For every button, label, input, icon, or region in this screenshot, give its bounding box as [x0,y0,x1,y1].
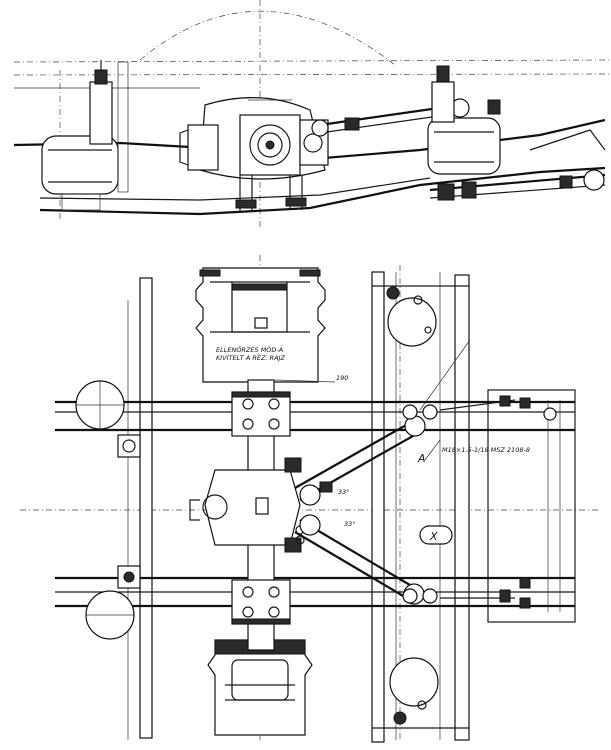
left-shock-absorber [89,60,129,193]
spec-label: M18×1.5-1/18 MSZ 2108-8 [442,446,530,454]
plan-callouts [274,339,471,545]
side-differential [179,97,329,180]
dimension-label-190: 190 [336,374,348,382]
plan-differential [189,457,305,553]
plan-upper-joints [402,395,557,421]
plan-right-upper-spring [386,286,437,347]
plan-lower-joints [402,577,531,609]
plan-left-upper-disc [75,380,141,458]
side-mount-brackets [235,175,307,212]
side-elevation-view [13,0,611,230]
plan-right-lower-spring [389,657,439,725]
angle-label-upper: 33° [338,488,350,496]
plan-end-frame [487,389,576,623]
angle-label-lower: 33° [344,520,356,528]
inspection-note-line-2: KIVITELT A RÉZ. RAJZ [216,353,285,362]
callout-a-label: A [417,452,426,465]
plan-view: ELLENŐRZÉS MÓD-A KIVITELT A RÉZ. RAJZ M1… [20,255,600,743]
plan-top-wheel [195,267,326,383]
plan-left-lower-disc [85,565,141,640]
plan-axle-shaft [231,379,291,651]
plan-left-frame [127,277,153,740]
callout-x-label: X [429,530,438,543]
plan-bottom-wheel [207,639,313,736]
plan-right-frame [371,271,470,743]
inspection-note-line-1: ELLENŐRZÉS MÓD-A [216,345,283,354]
side-lower-link-rod [429,129,606,201]
right-air-spring [427,65,501,175]
